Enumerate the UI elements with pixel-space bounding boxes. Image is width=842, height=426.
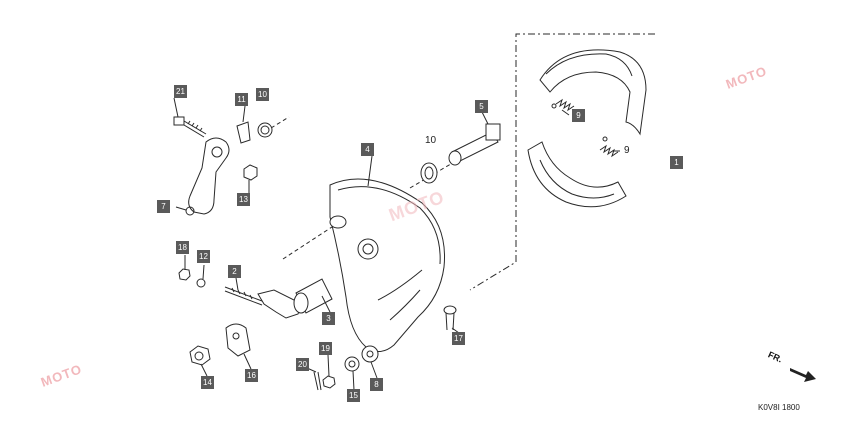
- seal-10-center: [420, 162, 438, 184]
- callout-9: 9: [572, 109, 585, 122]
- spring-9-upper: [551, 98, 575, 112]
- callout-19: 19: [319, 342, 332, 355]
- pin-20: [313, 371, 322, 391]
- callout-18: 18: [176, 241, 189, 254]
- callout-2: 2: [228, 265, 241, 278]
- washer-15: [344, 356, 360, 372]
- callout-1: 1: [670, 156, 683, 169]
- callout-12: 12: [197, 250, 210, 263]
- callout-11: 11: [235, 93, 248, 106]
- brake-panel-4: [329, 178, 446, 352]
- brake-cam-5: [448, 123, 501, 166]
- bolt-21: [173, 116, 207, 138]
- callout-17: 17: [452, 332, 465, 345]
- callout-21: 21: [174, 85, 187, 98]
- dash-line-10-11: [270, 116, 290, 129]
- callout-10: 10: [256, 88, 269, 101]
- plate-11: [236, 121, 251, 144]
- washer-12: [196, 278, 206, 288]
- callout-8: 8: [370, 378, 383, 391]
- front-direction-arrow: [790, 368, 816, 382]
- callout-3: 3: [322, 312, 335, 325]
- diagram-code: K0V8I 1800: [758, 403, 800, 412]
- callout-14: 14: [201, 376, 214, 389]
- nut-18: [178, 268, 191, 281]
- brake-shoe-lower: [527, 141, 627, 208]
- sleeve-3: [293, 278, 333, 314]
- callout-20: 20: [296, 358, 309, 371]
- brake-shoe-upper: [539, 49, 647, 136]
- bracket-16: [225, 323, 251, 357]
- nut-14: [189, 345, 211, 366]
- callout-16: 16: [245, 369, 258, 382]
- seal-10-left: [257, 122, 273, 138]
- adjuster-2: [224, 286, 303, 319]
- callout-7: 7: [157, 200, 170, 213]
- callout-15: 15: [347, 389, 360, 402]
- label-9-plain: 9: [624, 145, 630, 156]
- callout-13: 13: [237, 193, 250, 206]
- nut-19: [322, 375, 336, 389]
- callout-4: 4: [361, 143, 374, 156]
- nut-13: [243, 164, 258, 181]
- bolt-17: [443, 305, 457, 331]
- dash-line-panel-boss: [282, 224, 336, 260]
- brake-arm-7: [188, 137, 230, 215]
- callout-5: 5: [475, 100, 488, 113]
- label-10-plain: 10: [425, 135, 437, 146]
- washer-8: [361, 345, 379, 363]
- spring-9-lower: [599, 136, 619, 158]
- shoe-frame-line: [469, 33, 655, 291]
